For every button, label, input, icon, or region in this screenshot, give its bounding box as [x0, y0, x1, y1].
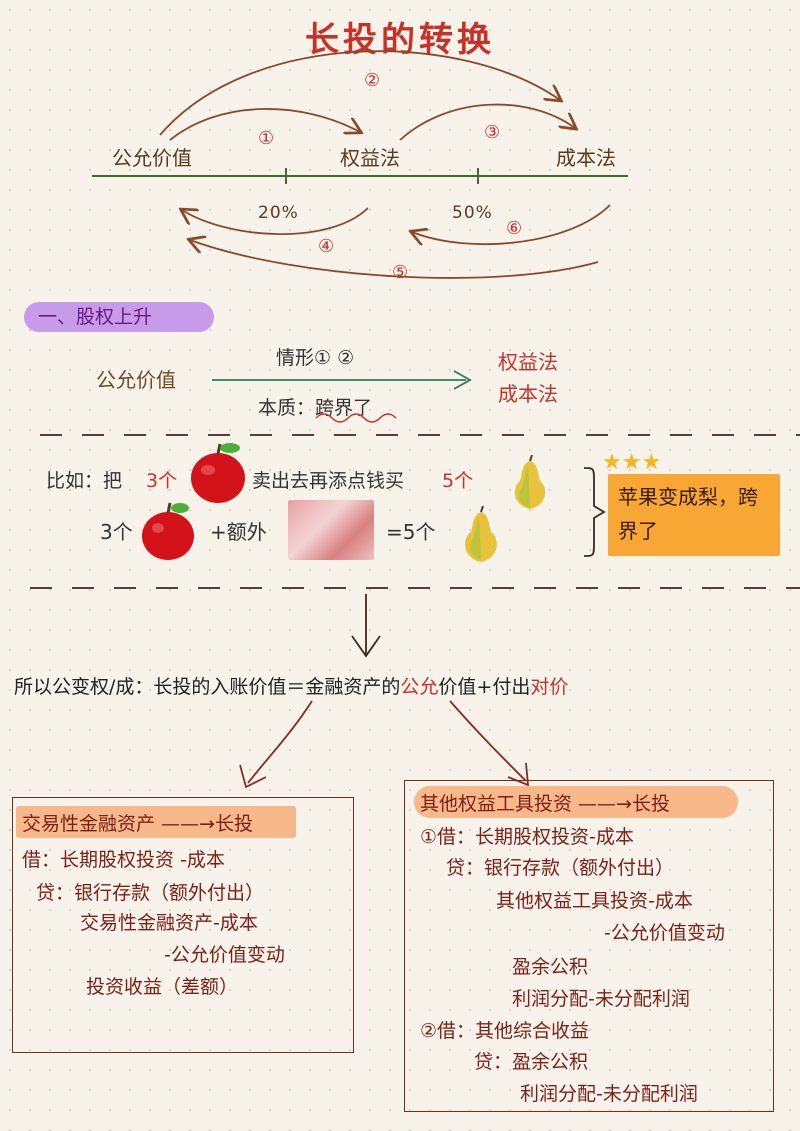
section-from: 公允价值	[96, 368, 176, 392]
right-line-9: 利润分配-未分配利润	[520, 1083, 698, 1105]
arrow-4	[182, 207, 369, 235]
right-line-1: ①借：长期股权投资-成本	[420, 826, 634, 848]
left-line-1: 借：长期股权投资 -成本	[22, 849, 225, 871]
threshold-50: 50%	[452, 203, 493, 223]
conclusion-part3: 价值+付出	[438, 676, 531, 698]
arrow-2	[159, 50, 560, 136]
right-heading-highlight	[414, 786, 738, 818]
label-5: ⑤	[392, 262, 409, 283]
left-line-5: 投资收益（差额）	[86, 976, 239, 998]
left-entry-box	[12, 797, 354, 1053]
example-mid: 卖出去再添点钱买	[252, 470, 405, 492]
right-line-3: 其他权益工具投资-成本	[496, 890, 693, 912]
cash-bundle-image	[288, 500, 374, 560]
arrow-6	[412, 204, 611, 244]
threshold-20: 20%	[258, 203, 299, 223]
stars-icon: ★★★	[602, 450, 662, 475]
right-line-4: -公允价值变动	[604, 922, 725, 944]
branch-arrows	[239, 700, 530, 789]
down-arrow	[351, 594, 381, 658]
example-b: +额外	[210, 520, 267, 544]
left-line-4: -公允价值变动	[164, 944, 285, 966]
left-line-3: 交易性金融资产-成本	[80, 912, 258, 934]
left-line-2: 贷：银行存款（额外付出）	[36, 882, 265, 904]
node-fair-value: 公允价值	[112, 146, 192, 170]
label-4: ④	[318, 236, 335, 257]
right-line-8: 贷：盈余公积	[474, 1051, 589, 1073]
label-3: ③	[484, 122, 501, 143]
right-line-5: 盈余公积	[512, 956, 589, 978]
label-1: ①	[258, 128, 275, 149]
essence-label: 本质：跨界了	[258, 397, 373, 419]
conclusion: 所以公变权/成：长投的入账价值＝金融资产的公允价值+付出对价	[14, 672, 568, 699]
pear-icon	[465, 506, 497, 562]
conclusion-part1: 所以公变权/成：长投的入账价值＝金融资产的	[14, 676, 401, 698]
conclusion-part4: 对价	[530, 676, 569, 698]
pear-icon	[514, 455, 546, 509]
example-c: =5个	[386, 520, 436, 544]
conclusion-part2: 公允	[400, 676, 439, 698]
example-a: 3个	[100, 520, 133, 544]
callout-box: 苹果变成梨，跨界了	[608, 474, 780, 556]
apple-icon	[142, 502, 194, 560]
left-heading: 交易性金融资产 ——→长投	[22, 813, 253, 835]
example-num1: 3个	[146, 470, 178, 492]
right-entry-box	[404, 780, 774, 1112]
divider-top	[40, 434, 800, 436]
label-6: ⑥	[506, 218, 523, 239]
arrow-3	[399, 103, 575, 141]
divider-bottom	[30, 587, 800, 589]
right-line-7: ②借：其他综合收益	[420, 1020, 590, 1042]
bracket	[583, 467, 606, 557]
conversion-diagram	[92, 50, 628, 279]
example-prefix: 比如：把	[46, 470, 123, 492]
label-2: ②	[364, 70, 381, 91]
right-line-6: 利润分配-未分配利润	[512, 988, 690, 1010]
node-equity-method: 权益法	[340, 146, 400, 170]
arrow-1	[169, 108, 360, 141]
right-line-2: 贷：银行存款（额外付出）	[446, 857, 675, 879]
section-heading: 一、股权上升	[24, 302, 214, 332]
section-arrow	[212, 370, 472, 423]
arrow-5	[190, 240, 599, 279]
wavy-underline	[315, 413, 397, 423]
target-cost: 成本法	[498, 382, 558, 406]
node-cost-method: 成本法	[556, 146, 616, 170]
left-heading-highlight	[16, 806, 296, 838]
target-equity: 权益法	[498, 350, 558, 374]
situation-label: 情形① ②	[276, 347, 355, 369]
example-num2: 5个	[442, 470, 474, 492]
right-heading: 其他权益工具投资 ——→长投	[420, 793, 670, 815]
apple-icon	[191, 443, 245, 503]
